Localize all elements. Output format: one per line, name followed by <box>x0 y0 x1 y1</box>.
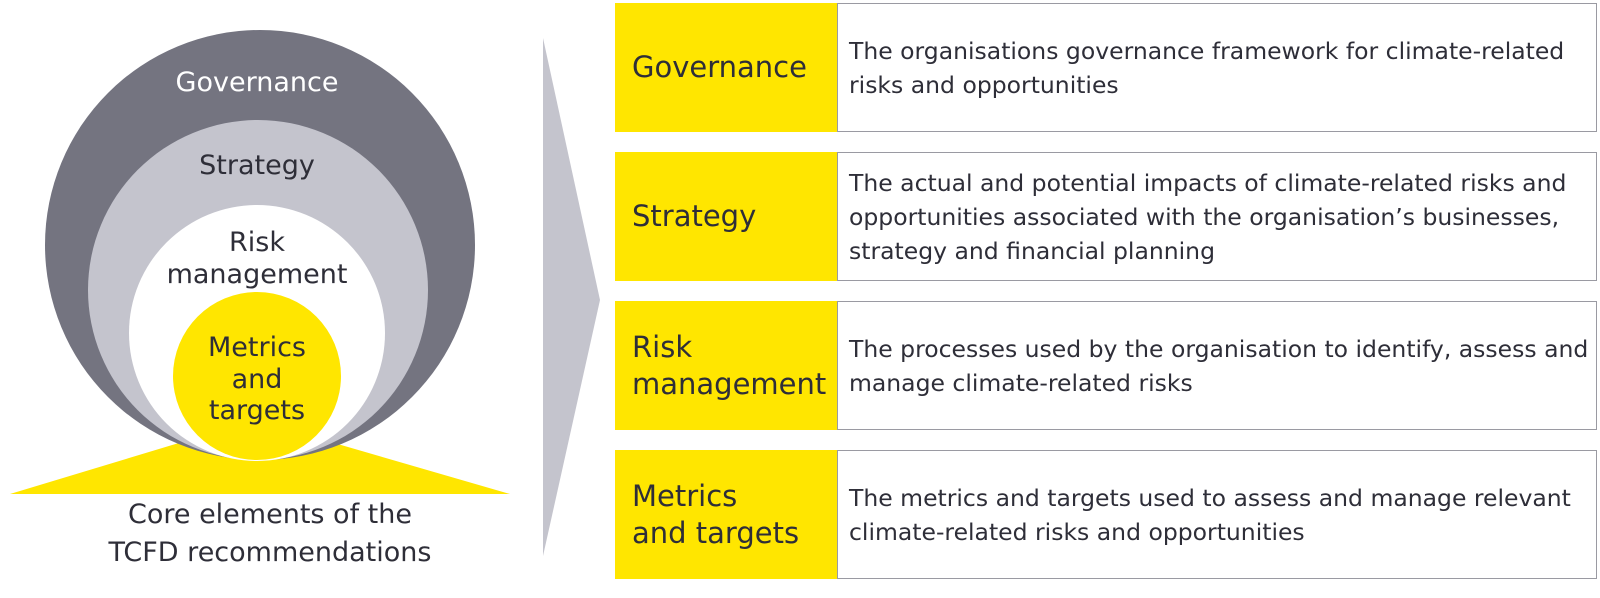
row-metrics-targets-name: Metrics and targets <box>615 450 837 579</box>
row-governance-name: Governance <box>615 3 837 132</box>
caption-line1: Core elements of the <box>128 499 412 530</box>
arrow-chevron <box>543 38 600 556</box>
row-risk-management-description: The processes used by the organisation t… <box>837 301 1597 430</box>
row-risk-management: Risk management The processes used by th… <box>615 301 1597 430</box>
row-risk-management-name: Risk management <box>615 301 837 430</box>
governance-label: Governance <box>176 67 339 98</box>
row-strategy: Strategy The actual and potential impact… <box>615 152 1597 281</box>
row-metrics-targets-description: The metrics and targets used to assess a… <box>837 450 1597 579</box>
metrics-targets-core <box>173 292 341 460</box>
diagram-caption: Core elements of the TCFD recommendation… <box>50 496 490 572</box>
row-metrics-targets: Metrics and targets The metrics and targ… <box>615 450 1597 579</box>
caption-line2: TCFD recommendations <box>108 537 432 568</box>
risk-label-line2: management <box>167 259 348 290</box>
strategy-label: Strategy <box>199 150 315 181</box>
row-governance: Governance The organisations governance … <box>615 3 1597 132</box>
metrics-label-line3: targets <box>209 395 305 426</box>
risk-label-line1: Risk <box>229 227 285 258</box>
metrics-label-line1: Metrics <box>208 332 306 363</box>
row-governance-description: The organisations governance framework f… <box>837 3 1597 132</box>
row-strategy-name: Strategy <box>615 152 837 281</box>
row-strategy-description: The actual and potential impacts of clim… <box>837 152 1597 281</box>
metrics-label-line2: and <box>232 364 283 395</box>
tcfd-core-elements-diagram: Governance Strategy Risk management Metr… <box>10 30 600 556</box>
